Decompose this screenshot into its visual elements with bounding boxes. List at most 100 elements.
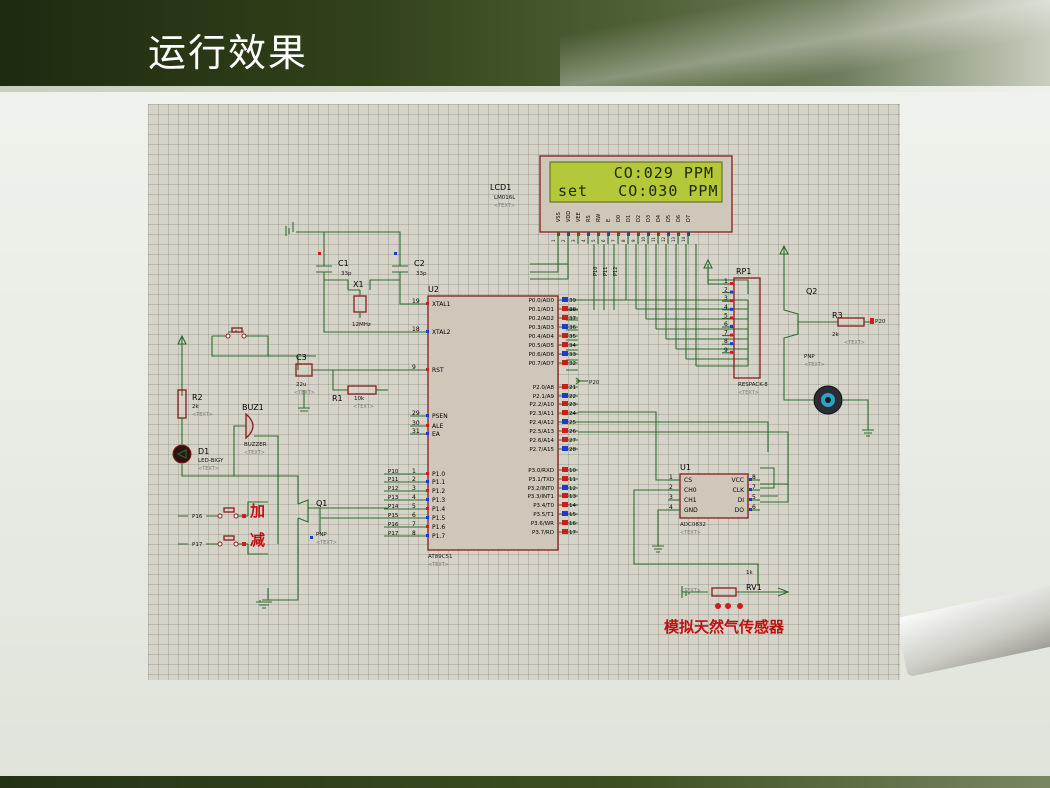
adc-left-pin-name: CS xyxy=(684,477,692,484)
rp1-pin-marker xyxy=(730,350,733,354)
lcd-pin-name: D4 xyxy=(656,215,662,222)
c3-value: 22u xyxy=(296,382,306,388)
mcu-right-pin-name: P0.0/AD0 xyxy=(529,298,555,304)
mcu-right-pin-marker xyxy=(562,476,568,481)
x1-value: 12MHz xyxy=(352,322,371,328)
mcu-left-pin-name: P1.2 xyxy=(432,488,445,495)
mcu-right-pin-marker xyxy=(562,419,568,424)
lcd-pin-name: E xyxy=(606,219,612,222)
lcd-screen xyxy=(549,161,723,203)
mcu-left-pin-num: 18 xyxy=(412,326,420,333)
mcu-p1-net: P13 xyxy=(388,495,399,501)
mcu-right-pin-marker xyxy=(562,393,568,398)
q2-ref: Q2 xyxy=(806,287,817,296)
mcu-right-pin-name: P3.1/TXD xyxy=(529,477,554,483)
adc-part: ADC0832 xyxy=(680,522,706,528)
mcu-right-pin-num: 22 xyxy=(569,394,576,400)
mcu-right-pin-marker xyxy=(562,520,568,525)
rp1-pin-num: 7 xyxy=(724,330,728,337)
lcd-pin-name: D3 xyxy=(646,215,652,222)
mcu-left-pin-num: 19 xyxy=(412,298,420,305)
led-buzzer-section: R2 2k <TEXT> D1 LED-BIGY <TEXT> BUZ1 BUZ… xyxy=(172,389,388,609)
q1-value: PNP xyxy=(316,532,327,538)
mcu-right-pin-name: P3.2/INT0 xyxy=(527,486,554,492)
lcd-pin-num: 3 xyxy=(571,239,576,242)
rp1-value: RESPACK-8 xyxy=(738,382,768,388)
mcu-left-pin-name: P1.5 xyxy=(432,515,445,522)
adc-left-pin-name: GND xyxy=(684,507,698,514)
adc-left-pin-name: CH0 xyxy=(684,487,697,494)
adc-right-pin-num: 7 xyxy=(752,484,756,491)
mcu-right-pin-marker xyxy=(562,315,568,320)
mcu-left-pin-num: 7 xyxy=(412,521,416,528)
mcu-right-pin-marker xyxy=(562,342,568,347)
mcu-body xyxy=(427,295,559,551)
key-add-label: 加 xyxy=(249,502,265,520)
mcu-left-pin-num: 9 xyxy=(412,364,416,371)
mcu-right-pin-marker xyxy=(562,306,568,311)
mcu-left-pin-name: XTAL1 xyxy=(432,301,451,308)
mcu-right-pin-name: P2.2/A10 xyxy=(529,402,554,408)
mcu-right-pin-name: P2.6/A14 xyxy=(529,438,554,444)
schematic-canvas: .w{stroke:#2e6b2e;stroke-width:1.1;fill:… xyxy=(148,104,900,680)
mcu-left-pin-num: 1 xyxy=(412,468,416,475)
mcu-left-pin-num: 3 xyxy=(412,485,416,492)
mcu-right-pin-marker xyxy=(562,502,568,507)
p20-net: P20 xyxy=(575,377,600,386)
mcu-left-pin-marker xyxy=(426,414,429,417)
mcu-left-pin-marker xyxy=(426,507,429,510)
adc-right-pin-marker xyxy=(749,478,752,481)
mcu-right-pin-name: P2.5/A13 xyxy=(529,429,554,435)
p20-net-label: P20 xyxy=(589,380,600,386)
title-bar xyxy=(0,0,1050,88)
lcd-pin-num: 7 xyxy=(611,239,616,242)
mcu-right-pin-num: 36 xyxy=(569,325,576,331)
mcu-right-pin-num: 12 xyxy=(569,486,576,492)
lcd-pin-name: VDD xyxy=(566,211,572,222)
rp1-pin-marker xyxy=(730,307,733,311)
mcu-right-pin-num: 27 xyxy=(569,438,576,444)
mcu-right-pin-name: P0.2/AD2 xyxy=(529,316,554,322)
adc-left-pin-num: 3 xyxy=(669,494,673,501)
mcu-right-pin-num: 21 xyxy=(569,385,576,391)
mcu-left-pin-name: PSEN xyxy=(432,413,448,420)
lcd-pin-num: 12 xyxy=(661,236,666,242)
title-bar-sheen xyxy=(560,0,1050,88)
mcu-left-pin-name: XTAL2 xyxy=(432,329,451,336)
mcu-right-pin-name: P0.6/AD6 xyxy=(529,352,555,358)
adc-right-pin-num: 8 xyxy=(752,474,756,481)
mcu-right-pin-num: 10 xyxy=(569,468,576,474)
rp1-pin-num: 5 xyxy=(724,312,728,319)
lcd-ref: LCD1 xyxy=(490,183,511,192)
lcd-pin-num: 2 xyxy=(561,239,566,242)
lcd-line-1: CO:029 PPM xyxy=(614,164,714,182)
mcu-right-pin-name: P3.6/WR xyxy=(531,521,554,527)
mcu-left-pin-num: 31 xyxy=(412,428,420,435)
mcu-part: AT89C51 xyxy=(428,554,453,560)
mcu-left-pin-name: P1.0 xyxy=(432,471,445,478)
mcu-right-pin-num: 39 xyxy=(569,298,576,304)
mcu-p1-net: P10 xyxy=(388,469,399,475)
mcu-right-pin-num: 33 xyxy=(569,352,576,358)
q2-value: PNP xyxy=(804,354,815,360)
mcu-right-pin-marker xyxy=(562,511,568,516)
mcu-left-pin-name: EA xyxy=(432,431,441,438)
lcd-pin-num: 13 xyxy=(671,236,676,242)
mcu-right-pin-name: P0.1/AD1 xyxy=(529,307,554,313)
mcu-right-pin-name: P2.4/A12 xyxy=(529,420,554,426)
mcu-right-pin-num: 11 xyxy=(569,477,576,483)
mcu-right-pin-name: P3.3/INT1 xyxy=(527,494,554,500)
mcu-right-pin-num: 13 xyxy=(569,494,576,500)
mcu-right-pin-marker xyxy=(562,428,568,433)
r1-value: 10k xyxy=(354,396,365,402)
lcd-pin-name: D0 xyxy=(616,215,622,222)
mcu-right-pin-num: 32 xyxy=(569,361,576,367)
mcu-text-tag: <TEXT> xyxy=(428,562,449,568)
mcu-right-pin-marker xyxy=(562,360,568,365)
r1-text-tag: <TEXT> xyxy=(353,404,374,410)
r3-value: 2k xyxy=(832,332,839,338)
